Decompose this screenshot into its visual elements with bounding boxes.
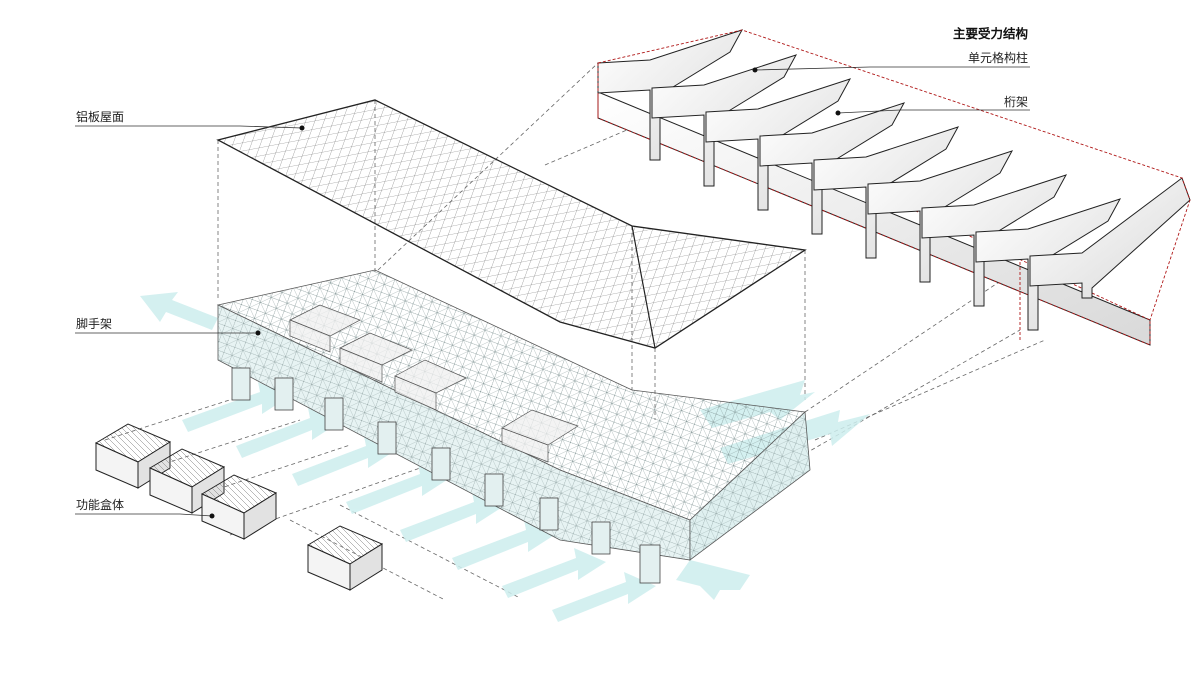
scaffold-label: 脚手架 <box>76 316 112 331</box>
flow-arrow <box>676 560 750 600</box>
aluminum-roof-label: 铝板屋面 <box>76 109 124 124</box>
function-boxes <box>94 423 384 591</box>
function-box <box>306 525 384 591</box>
scaffold-legs <box>231 367 661 584</box>
scaffold-annotation: 脚手架 <box>75 316 261 336</box>
flow-arrow <box>236 408 340 458</box>
scaffold <box>216 269 811 584</box>
function-box <box>148 448 226 514</box>
main-truss-structure <box>597 29 1191 346</box>
scaffold-internal-volumes <box>289 304 579 463</box>
function-box <box>200 474 278 540</box>
flow-arrow <box>140 292 218 330</box>
section-title: 主要受力结构 <box>953 26 1028 41</box>
flow-arrow <box>292 436 396 486</box>
flow-arrow <box>182 382 290 432</box>
purlin-frame-annotation: 桁架 <box>835 95 1030 116</box>
flow-arrow <box>400 492 504 542</box>
function-box-annotation: 功能盒体 <box>75 497 215 519</box>
flow-arrow <box>552 572 656 622</box>
lattice-column-annotation: 单元格构柱 <box>752 50 1030 73</box>
truss-frames <box>597 29 1191 331</box>
flow-arrow <box>502 548 606 598</box>
purlin-frame-label: 桁架 <box>1004 95 1028 109</box>
flow-arrow <box>346 464 450 514</box>
flow-arrow <box>452 520 556 570</box>
annotations: 主要受力结构 单元格构柱 桁架 铝板屋面 脚手架 功能盒体 <box>75 26 1030 519</box>
function-box <box>94 423 172 489</box>
function-box-label: 功能盒体 <box>76 497 124 512</box>
aluminum-roof <box>216 99 807 349</box>
aluminum-roof-annotation: 铝板屋面 <box>75 109 305 131</box>
lattice-column-label: 单元格构柱 <box>968 50 1028 65</box>
